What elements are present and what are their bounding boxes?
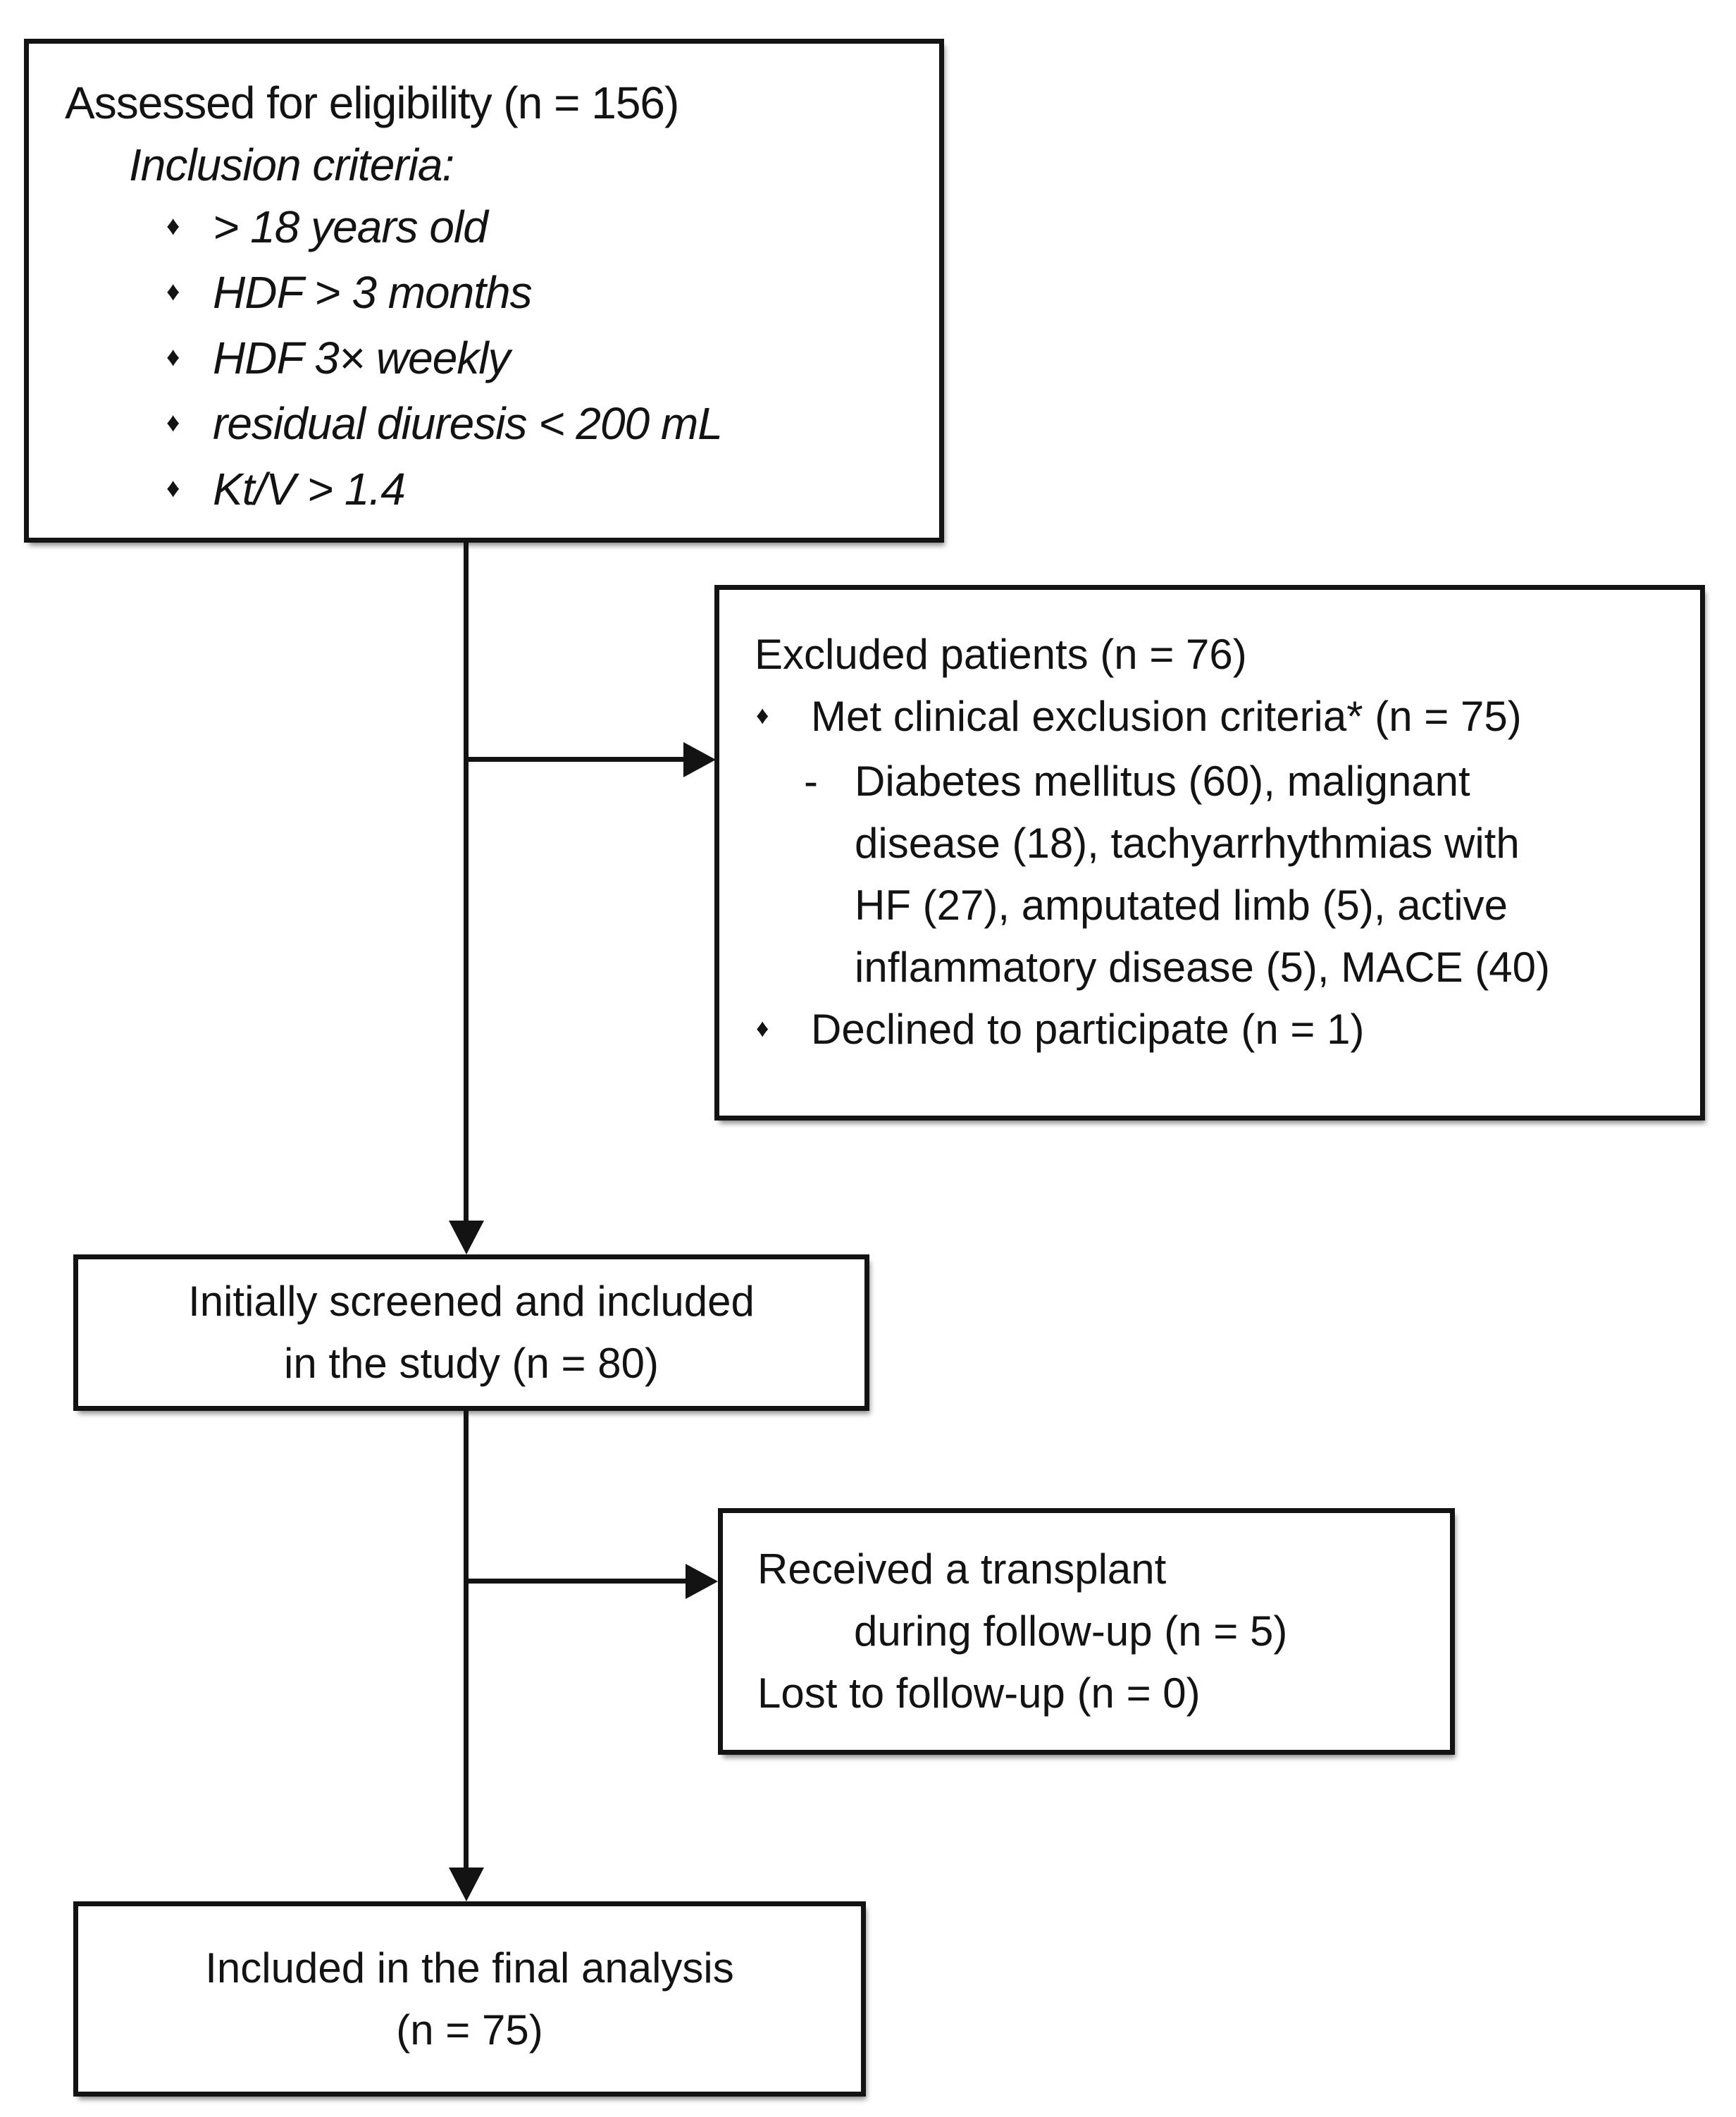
box-final-analysis: Included in the final analysis (n = 75)	[73, 1901, 866, 2097]
excluded-item-label: Met clinical exclusion criteria* (n = 75…	[811, 693, 1522, 740]
criteria-item-label: > 18 years old	[213, 202, 488, 252]
excluded-detail-line: inflammatory disease (5), MACE (40)	[855, 944, 1550, 992]
criteria-item: ♦ Kt/V > 1.4	[29, 458, 939, 524]
excluded-item: ♦ Met clinical exclusion criteria* (n = 7…	[719, 686, 1700, 751]
dash-bullet: -	[804, 758, 818, 806]
box-excluded-patients: Excluded patients (n = 76) ♦ Met clinical…	[714, 585, 1705, 1121]
excluded-title: Excluded patients (n = 76)	[755, 631, 1247, 678]
arrowhead-right-icon	[686, 1564, 718, 1599]
excluded-detail-label: Diabetes mellitus (60), malignant	[855, 758, 1470, 806]
box-assessed-eligibility: Assessed for eligibility (n = 156) Inclu…	[24, 39, 944, 543]
screened-line: in the study (n = 80)	[284, 1340, 659, 1387]
excluded-item-label: Declined to participate (n = 1)	[811, 1006, 1365, 1054]
eligibility-title: Assessed for eligibility (n = 156)	[65, 78, 679, 128]
diamond-bullet-icon: ♦	[166, 408, 180, 438]
excluded-detail-line: -Diabetes mellitus (60), malignant	[719, 751, 1700, 813]
box-followup-events: Received a transplant during follow-up (…	[718, 1508, 1455, 1755]
arrow-branch-to-followup	[464, 1579, 686, 1584]
excluded-detail-line: disease (18), tachyarrhythmias with	[855, 820, 1520, 868]
diamond-bullet-icon: ♦	[756, 1013, 769, 1043]
arrowhead-down-icon	[449, 1868, 484, 1901]
diamond-bullet-icon: ♦	[166, 474, 180, 504]
excluded-item: ♦ Declined to participate (n = 1)	[719, 999, 1700, 1063]
criteria-item: ♦ HDF > 3 months	[29, 261, 939, 327]
arrow-branch-to-excluded	[464, 757, 685, 762]
diamond-bullet-icon: ♦	[756, 700, 769, 730]
final-line: (n = 75)	[396, 2006, 543, 2054]
final-line: Included in the final analysis	[205, 1944, 734, 1992]
criteria-item: ♦ residual diuresis < 200 mL	[29, 393, 939, 458]
criteria-item-label: HDF 3× weekly	[213, 333, 511, 384]
criteria-item-label: residual diuresis < 200 mL	[213, 398, 723, 450]
inclusion-criteria-heading: Inclusion criteria:	[129, 140, 454, 190]
arrow-screened-to-final	[464, 1411, 469, 1869]
followup-line: Lost to follow-up (n = 0)	[757, 1669, 1201, 1717]
criteria-item: ♦ HDF 3× weekly	[29, 327, 939, 393]
arrow-eligibility-to-screened	[464, 543, 469, 1223]
criteria-item: ♦ > 18 years old	[29, 196, 939, 261]
followup-line: during follow-up (n = 5)	[854, 1607, 1288, 1655]
diamond-bullet-icon: ♦	[166, 342, 180, 373]
box-initially-screened: Initially screened and included in the s…	[73, 1254, 869, 1411]
excluded-detail-line: HF (27), amputated limb (5), active	[855, 882, 1508, 930]
criteria-item-label: HDF > 3 months	[213, 267, 533, 319]
arrowhead-down-icon	[449, 1221, 484, 1254]
screened-line: Initially screened and included	[188, 1278, 755, 1325]
criteria-item-label: Kt/V > 1.4	[213, 464, 406, 515]
diamond-bullet-icon: ♦	[166, 211, 180, 242]
followup-line: Received a transplant	[757, 1545, 1167, 1593]
diamond-bullet-icon: ♦	[166, 277, 180, 307]
arrowhead-right-icon	[683, 742, 716, 777]
